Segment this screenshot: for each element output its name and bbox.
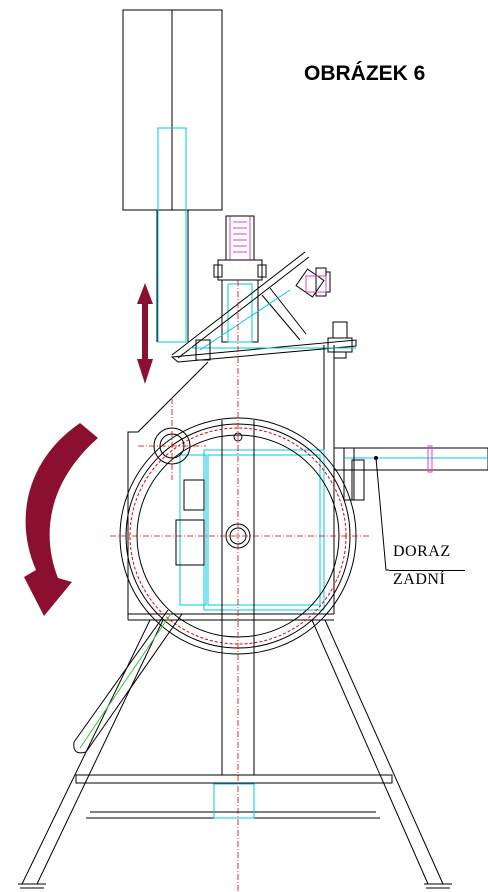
callout-divider [389, 570, 465, 571]
figure-title: OBRÁZEK 6 [304, 62, 426, 85]
callout-label-line2: ZADNÍ [393, 571, 446, 588]
centerlines [110, 280, 370, 892]
rotation-arrow [24, 423, 98, 616]
clamp-cylinder [213, 215, 267, 343]
angled-bracket [171, 251, 331, 359]
rear-stop-rail [333, 445, 488, 571]
upper-column [122, 9, 223, 343]
up-down-arrow [137, 283, 153, 384]
support-strut [73, 609, 183, 754]
machine-body [127, 345, 335, 621]
top-plate [170, 339, 357, 363]
callout-label-line1: DORAZ [393, 543, 451, 560]
stand-legs [18, 619, 452, 889]
stop-bolt [327, 321, 353, 359]
